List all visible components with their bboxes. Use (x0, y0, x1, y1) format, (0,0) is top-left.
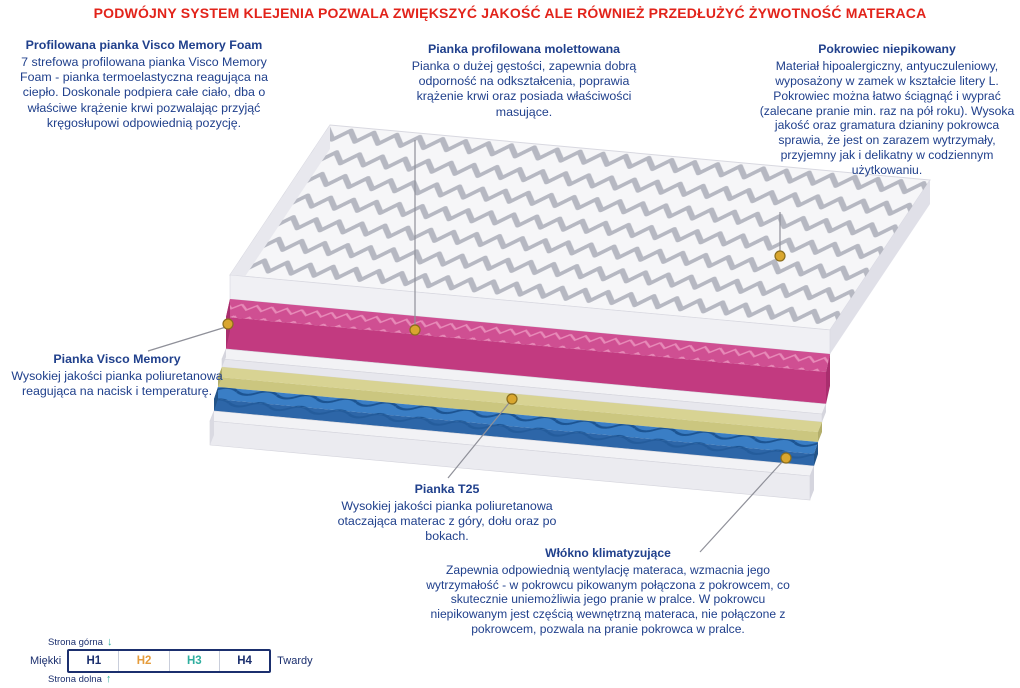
callout-body: Zapewnia odpowiednią wentylację materaca… (426, 562, 790, 636)
blue-top-wave-texture (214, 387, 818, 454)
blue-right-edge (814, 442, 818, 466)
layer-white-base (209, 410, 815, 501)
hardness-scale: Strona górna ↓ Miękki H1 H2 H3 H4 Twardy… (30, 636, 340, 686)
blue-front-wave-texture (214, 399, 814, 466)
layer-profiled-visco-foam (229, 124, 931, 355)
hardness-level-h4: H4 (237, 655, 252, 667)
hardness-bottom-side: Strona dolna ↑ (48, 673, 340, 686)
white-thin-left-edge (222, 349, 226, 367)
leader-line-climate-fiber (699, 460, 784, 553)
pink-right-edge (826, 354, 830, 404)
layer-pink-molded-foam (226, 299, 830, 404)
callout-title: Włókno klimatyzujące (545, 546, 671, 560)
callout-body: Pianka o dużej gęstości, zapewnia dobrą … (411, 59, 637, 119)
top-banner: PODWÓJNY SYSTEM KLEJENIA POZWALA ZWIĘKSZ… (93, 5, 927, 21)
callout-t25: Pianka T25 Wysokiej jakości pianka poliu… (336, 482, 558, 545)
callout-body: 7 strefowa profilowana pianka Visco Memo… (20, 55, 268, 130)
callout-title: Pianka Visco Memory (53, 352, 181, 366)
visco-top-zigzag-texture (230, 125, 930, 330)
hardness-level-h1: H1 (69, 651, 120, 671)
marker-visco-memory (222, 318, 234, 330)
callout-molded-foam: Pianka profilowana molettowana Pianka o … (396, 42, 652, 120)
yellow-front-face (218, 377, 818, 442)
top-side-label: Strona górna (48, 637, 103, 648)
marker-molded-foam (409, 324, 421, 336)
callout-profiled-visco-foam: Profilowana pianka Visco Memory Foam 7 s… (8, 38, 280, 131)
callout-body: Wysokiej jakości pianka poliuretanowa ot… (337, 499, 557, 544)
marker-climate-fiber (780, 452, 792, 464)
callout-title: Profilowana pianka Visco Memory Foam (25, 38, 263, 52)
callout-title: Pianka profilowana molettowana (427, 42, 621, 56)
yellow-top-band (218, 367, 822, 432)
layer-yellow-t25 (218, 367, 822, 442)
marker-cover (774, 250, 786, 262)
callout-title: Pianka T25 (414, 482, 480, 496)
arrow-down-icon: ↓ (106, 636, 113, 648)
callout-body: Materiał hipoalergiczny, antyuczuleniowy… (759, 58, 1015, 177)
hardness-level-h3: H3 (170, 651, 220, 671)
yellow-left-edge (218, 367, 222, 387)
blue-left-edge (214, 387, 218, 411)
pink-top-texture (226, 299, 830, 372)
pink-front-face (226, 317, 826, 404)
hard-label: Twardy (277, 655, 313, 667)
callout-cover: Pokrowiec niepikowany Materiał hipoalerg… (756, 42, 1018, 178)
marker-t25 (506, 393, 518, 405)
leader-line-t25 (447, 402, 510, 479)
soft-label: Miękki (30, 655, 62, 667)
leader-lines (147, 140, 792, 553)
layer-blue-climate-fiber (214, 387, 818, 466)
hardness-levels: H1 H2 H3 H4 (67, 649, 272, 673)
leader-line-visco-memory (147, 326, 227, 352)
callout-visco-memory: Pianka Visco Memory Wysokiej jakości pia… (2, 352, 232, 399)
hardness-row: Miękki H1 H2 H3 H4 Twardy (30, 649, 340, 673)
yellow-right-edge (818, 422, 822, 442)
arrow-up-icon: ↑ (105, 673, 112, 685)
hardness-level-h2: H2 (119, 651, 170, 671)
visco-left-end (230, 125, 330, 299)
bottom-side-label: Strona dolna (48, 674, 102, 685)
callout-body: Wysokiej jakości pianka poliuretanowa re… (11, 369, 223, 399)
visco-right-end (830, 180, 930, 354)
callout-climate-fiber: Włókno klimatyzujące Zapewnia odpowiedni… (412, 546, 804, 637)
callout-title: Pokrowiec niepikowany (818, 42, 956, 56)
base-right-edge (810, 466, 814, 500)
base-left-edge (210, 411, 214, 445)
layer-white-visco-memory (221, 348, 827, 423)
white-thin-right-edge (822, 404, 826, 422)
hardness-top-side: Strona górna ↓ (48, 636, 340, 649)
